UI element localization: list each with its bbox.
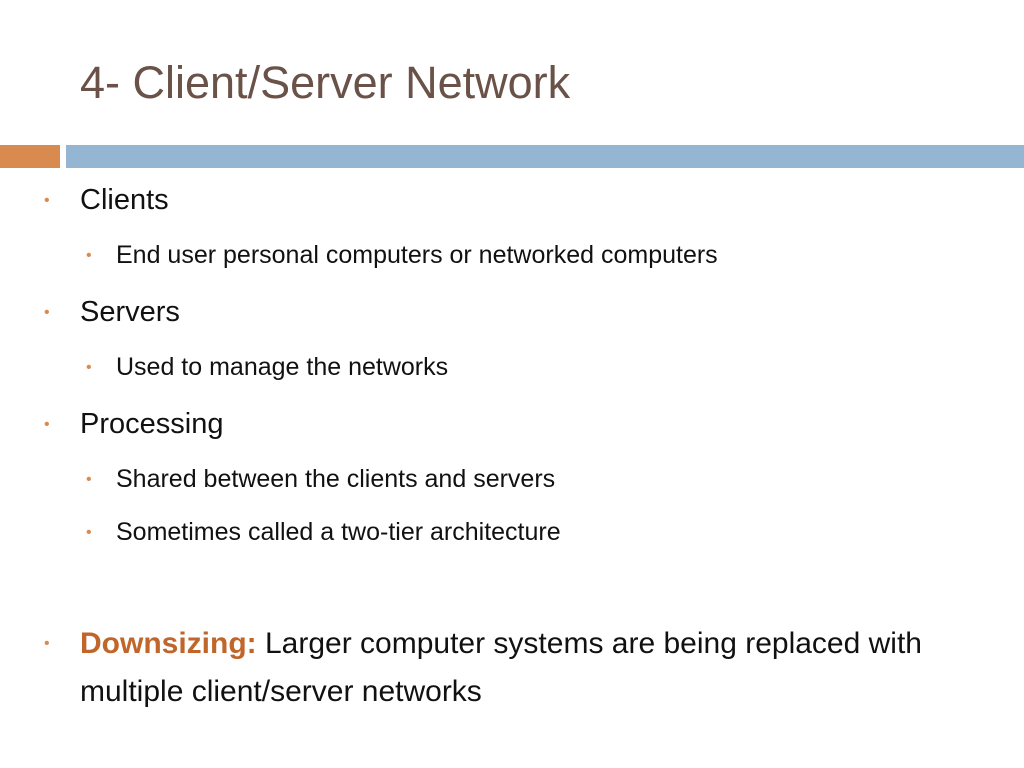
bullet-label: Processing — [80, 408, 224, 440]
bullet-dot-icon: • — [86, 524, 92, 541]
title-rule-bar — [66, 145, 1024, 168]
bullet-dot-icon: • — [44, 304, 50, 321]
sub-bullet-processing-2: • Sometimes called a two-tier architectu… — [86, 515, 561, 549]
sub-bullet-processing-1: • Shared between the clients and servers — [86, 462, 556, 496]
sub-bullet-label: Sometimes called a two-tier architecture — [116, 518, 561, 546]
bullet-downsizing: • Downsizing: Larger computer systems ar… — [44, 620, 980, 716]
sub-bullet-label: Used to manage the networks — [116, 353, 449, 381]
bullet-dot-icon: • — [44, 192, 50, 209]
sub-bullet-servers-1: • Used to manage the networks — [86, 350, 449, 384]
bullet-dot-icon: • — [44, 635, 50, 652]
sub-bullet-label: End user personal computers or networked… — [116, 241, 718, 269]
bullet-label: Servers — [80, 296, 180, 328]
bullet-dot-icon: • — [86, 359, 92, 376]
bullet-dot-icon: • — [44, 416, 50, 433]
sub-bullet-clients-1: • End user personal computers or network… — [86, 238, 718, 272]
downsizing-separator: : — [246, 627, 257, 660]
slide-title: 4- Client/Server Network — [80, 57, 571, 108]
bullet-label: Clients — [80, 184, 169, 216]
title-rule-accent — [0, 145, 60, 168]
sub-bullet-label: Shared between the clients and servers — [116, 465, 556, 493]
bullet-servers: • Servers — [44, 293, 180, 331]
downsizing-term: Downsizing — [80, 627, 247, 660]
bullet-clients: • Clients — [44, 181, 169, 219]
downsizing-text: Larger computer systems are being replac… — [80, 627, 922, 708]
bullet-processing: • Processing — [44, 405, 224, 443]
bullet-dot-icon: • — [86, 247, 92, 264]
bullet-dot-icon: • — [86, 471, 92, 488]
